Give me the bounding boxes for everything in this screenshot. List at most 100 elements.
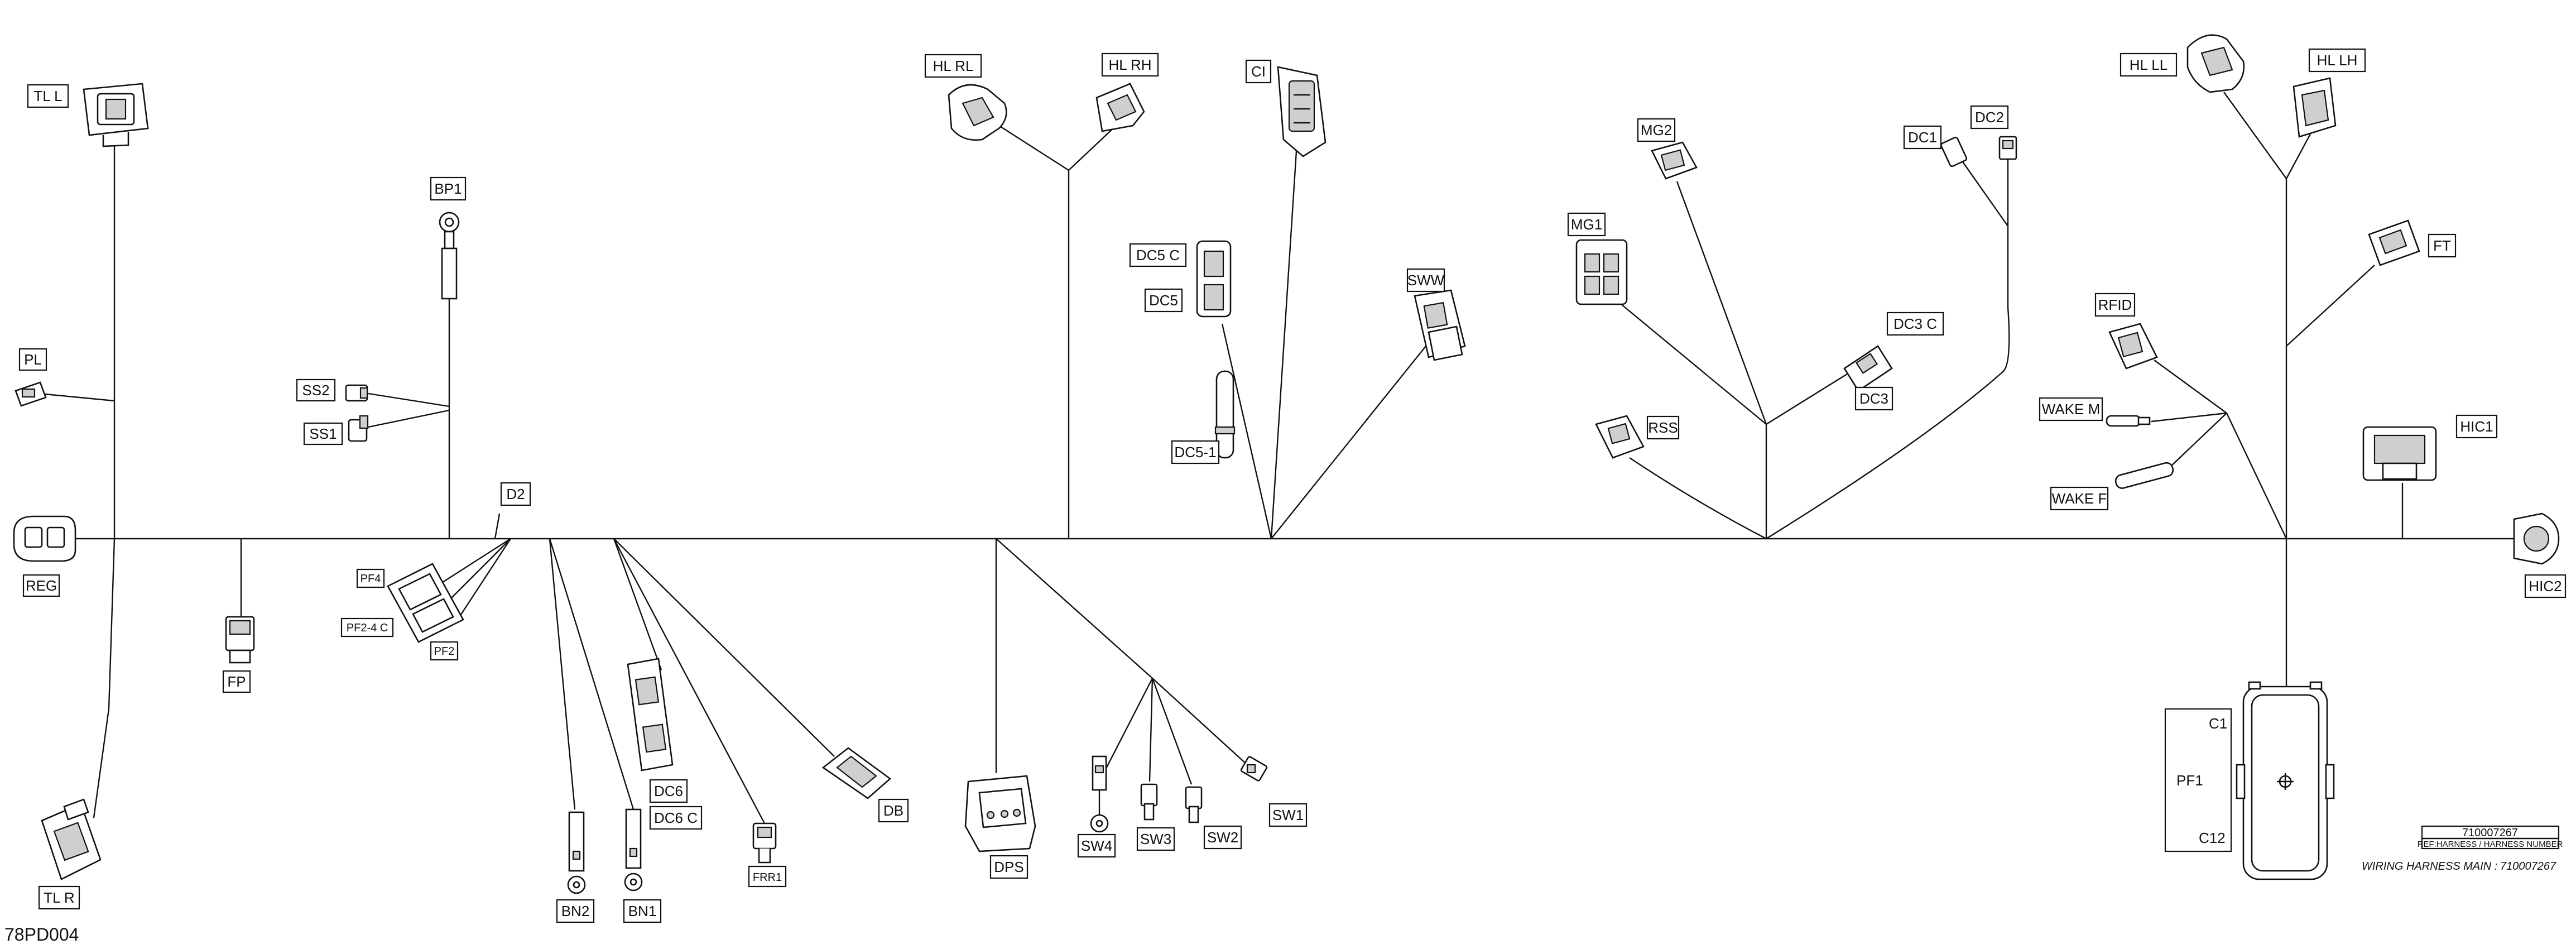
label-wake-f: WAKE F (2050, 486, 2109, 511)
label-hl-rl-text: HL RL (933, 57, 974, 74)
label-hl-ll: HL LL (2120, 52, 2178, 77)
wire-pf2-4c (449, 538, 511, 601)
label-dc2: DC2 (1970, 105, 2009, 130)
label-d2: D2 (500, 482, 531, 506)
wire-sw3 (1148, 678, 1154, 782)
connector-sw3 (1140, 783, 1158, 821)
connector-ft (2368, 219, 2420, 266)
label-sw2: SW2 (1203, 825, 1242, 850)
connector-tl-l (83, 83, 149, 147)
wire-dc5 (1221, 323, 1272, 539)
label-reg: REG (22, 574, 60, 597)
connector-mg1 (1575, 239, 1628, 305)
label-mg1: MG1 (1567, 212, 1606, 237)
wire-bn1 (549, 538, 635, 810)
connector-bp1 (439, 212, 460, 300)
label-pf2-text: PF2 (434, 645, 455, 658)
wire-sw1 (1152, 678, 1248, 765)
label-dc3-text: DC3 (1859, 390, 1888, 407)
wires (39, 92, 2514, 824)
connector-mg2 (1651, 141, 1698, 180)
label-pf2: PF2 (430, 641, 459, 661)
label-fp: FP (222, 670, 251, 693)
connector-sw2 (1185, 786, 1203, 823)
title-block-number: 710007267 (2462, 827, 2518, 839)
connector-hl-rh (1095, 83, 1145, 132)
connector-wake-m (2106, 415, 2151, 427)
label-hl-rl: HL RL (924, 54, 982, 78)
connector-dc5-1 (1214, 370, 1236, 459)
connector-rfid (2108, 323, 2158, 370)
label-reg-text: REG (26, 577, 57, 594)
label-wake-m: WAKE M (2039, 397, 2103, 421)
wire-pf2 (456, 538, 512, 620)
wire-pl (39, 392, 115, 402)
label-dc3: DC3 (1854, 386, 1893, 411)
label-hic2-text: HIC2 (2529, 578, 2561, 595)
wire-mg1 (1621, 304, 1767, 425)
harness-part-number: 710007267 (2500, 860, 2556, 873)
connector-tl-r (41, 798, 102, 880)
label-sww-text: SWW (1407, 272, 1445, 289)
label-dc6: DC6 (649, 779, 688, 803)
label-ss1: SS1 (303, 422, 343, 445)
label-hl-rh-text: HL RH (1108, 56, 1151, 73)
wire-wake-f (2168, 413, 2227, 469)
connector-hl-lh (2293, 77, 2337, 138)
wire-rfid (2154, 360, 2227, 414)
label-rss-text: RSS (1648, 419, 1678, 436)
label-bp1-text: BP1 (434, 180, 462, 197)
wire-dc3 (1766, 373, 1848, 425)
label-db: DB (878, 798, 909, 823)
wire-sw-branch (996, 538, 1153, 679)
connector-dc1 (1940, 136, 1968, 167)
connector-pf2 (387, 563, 464, 643)
label-sww: SWW (1406, 268, 1445, 293)
label-mg1-text: MG1 (1571, 216, 1602, 233)
label-ss2: SS2 (296, 378, 336, 402)
connector-ss2 (345, 384, 368, 402)
harness-title: WIRING HARNESS MAIN : (2362, 860, 2497, 873)
label-c1-text: C1 (2209, 715, 2227, 732)
title-block: 710007267 REF:HARNESS / HARNESS NUMBER W… (2362, 825, 2563, 873)
label-ss2-text: SS2 (302, 382, 329, 399)
label-tl-l: TL L (27, 84, 69, 108)
label-hic1-text: HIC1 (2460, 418, 2493, 435)
label-dc5-c: DC5 C (1129, 243, 1187, 267)
label-frr1: FRR1 (748, 865, 787, 888)
label-pf2-4c: PF2-4 C (340, 617, 394, 638)
connector-wake-f (2114, 462, 2174, 489)
label-tl-r-text: TL R (44, 889, 74, 906)
wire-frr1 (613, 538, 766, 824)
label-dc5-text: DC5 (1149, 292, 1178, 309)
wire-mg2 (1676, 181, 1767, 425)
label-sw1: SW1 (1268, 803, 1308, 827)
label-dc1: DC1 (1903, 125, 1942, 150)
label-ft-text: FT (2433, 237, 2451, 254)
wire-tl-r (93, 538, 116, 818)
connector-fp (225, 616, 255, 664)
label-sw4: SW4 (1077, 833, 1116, 858)
label-dc2-text: DC2 (1975, 109, 2004, 126)
label-rfid: RFID (2094, 293, 2136, 317)
label-dc5-1: DC5-1 (1171, 440, 1220, 464)
wire-wake-branch (2226, 413, 2287, 539)
label-tl-l-text: TL L (33, 88, 62, 104)
label-rss: RSS (1646, 415, 1680, 440)
connector-rss (1595, 415, 1645, 459)
wire-ci (1270, 133, 1299, 539)
label-hl-ll-text: HL LL (2130, 56, 2168, 73)
wire-dc1-dc2 (1766, 226, 2010, 540)
wire-ss2 (368, 392, 450, 408)
wire-sww (1271, 346, 1426, 539)
label-c12-text: C12 (2199, 830, 2226, 846)
label-ci: CI (1245, 59, 1272, 84)
connector-dc2 (1998, 136, 2017, 160)
label-dc3-c-text: DC3 C (1893, 315, 1937, 332)
label-pf1-text: PF1 (2176, 772, 2203, 789)
connector-dc5 (1196, 240, 1232, 318)
connector-pf1 (2236, 681, 2335, 880)
label-bp1: BP1 (430, 176, 467, 201)
connector-sww (1414, 289, 1466, 361)
label-pl: PL (18, 348, 47, 371)
